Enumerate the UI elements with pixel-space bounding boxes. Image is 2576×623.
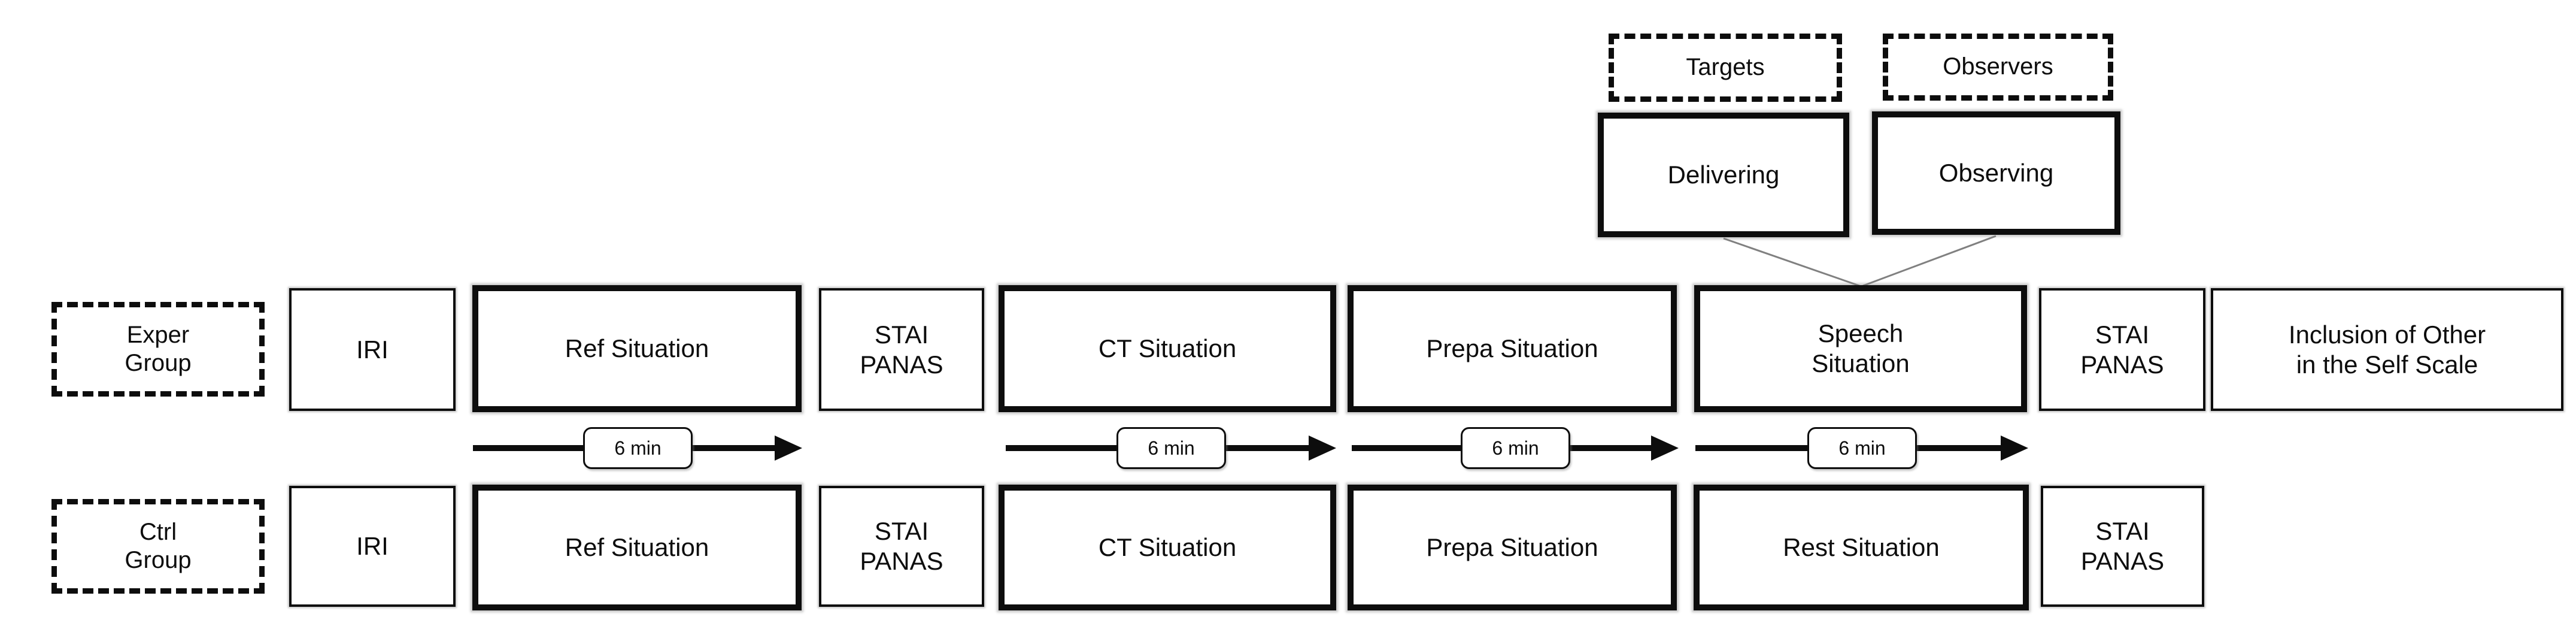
observers-label-box: Observers [1883, 34, 2113, 101]
duration-badge-4: 6 min [1807, 427, 1917, 469]
arrowhead-icon [1309, 436, 1336, 461]
ref-situation-box-exper: Ref Situation [472, 285, 802, 412]
arrowhead-icon [1651, 436, 1679, 461]
inclusion-of-other-box: Inclusion of Other in the Self Scale [2211, 288, 2563, 411]
duration-badge-3: 6 min [1461, 427, 1570, 469]
arrowhead-icon [775, 436, 802, 461]
prepa-situation-box-exper: Prepa Situation [1348, 285, 1677, 412]
arrowhead-icon [2001, 436, 2028, 461]
exper-group-box: Exper Group [51, 302, 265, 397]
observing-box: Observing [1872, 111, 2120, 235]
ct-situation-box-exper: CT Situation [999, 285, 1336, 412]
prepa-situation-box-ctrl: Prepa Situation [1348, 485, 1677, 610]
stai-panas-box-ctrl-2: STAI PANAS [2041, 486, 2204, 607]
duration-badge-1: 6 min [583, 427, 693, 469]
ctrl-group-box: Ctrl Group [51, 499, 265, 594]
speech-situation-box: Speech Situation [1694, 285, 2027, 412]
ct-situation-box-ctrl: CT Situation [999, 485, 1336, 610]
stai-panas-box-ctrl-1: STAI PANAS [819, 486, 984, 607]
iri-box-exper: IRI [289, 288, 456, 411]
stai-panas-box-exper-1: STAI PANAS [819, 288, 984, 411]
iri-box-ctrl: IRI [289, 486, 456, 607]
rest-situation-box: Rest Situation [1694, 485, 2029, 610]
targets-label-box: Targets [1609, 34, 1842, 102]
duration-badge-2: 6 min [1116, 427, 1226, 469]
delivering-box: Delivering [1598, 113, 1849, 237]
stai-panas-box-exper-2: STAI PANAS [2039, 288, 2205, 411]
ref-situation-box-ctrl: Ref Situation [472, 485, 802, 610]
connector-lines [1723, 235, 1997, 287]
